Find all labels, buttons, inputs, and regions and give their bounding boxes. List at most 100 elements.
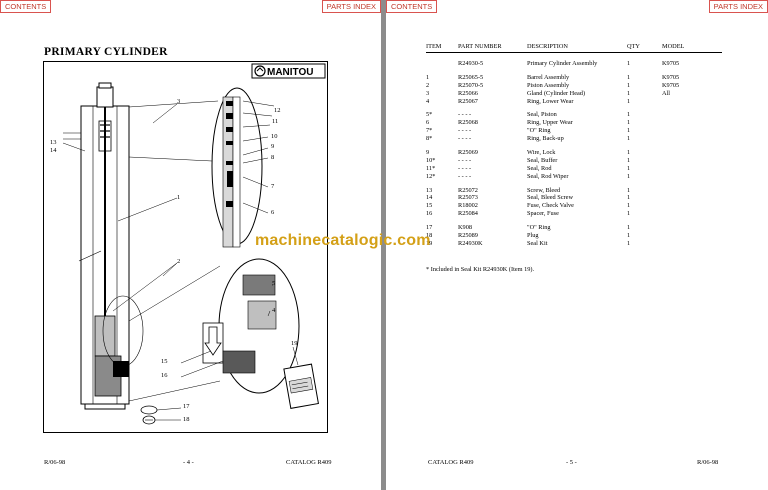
- item-cell: 3: [426, 89, 430, 97]
- qty-cell: 1: [627, 81, 631, 89]
- part-number-cell: R25065-5: [458, 73, 484, 81]
- description-cell: Ring, Upper Wear: [527, 119, 573, 127]
- callout-14: 14: [50, 147, 57, 154]
- qty-cell: 1: [627, 97, 631, 105]
- part-number-cell: R25072: [458, 186, 478, 194]
- callout-19: 19: [291, 340, 298, 347]
- seal-kit-footnote: * Included in Seal Kit R24930K (Item 19)…: [426, 266, 535, 273]
- footer-revision-left: R/06-98: [44, 459, 66, 466]
- header-item: ITEM: [426, 43, 442, 50]
- description-cell: Seal, Rod Wiper: [527, 172, 569, 180]
- right-page: CONTENTS PARTS INDEX: [386, 0, 768, 490]
- part-number-cell: R25067: [458, 97, 478, 105]
- qty-cell: 1: [627, 224, 631, 232]
- item-cell: 16: [426, 210, 433, 218]
- callout-17: 17: [183, 403, 190, 410]
- item-cell: 18: [426, 232, 433, 240]
- callout-13: 13: [50, 139, 57, 146]
- footer-revision-right: R/06-98: [697, 459, 719, 466]
- callout-5: 5: [272, 280, 276, 287]
- callout-4: 4: [272, 307, 276, 314]
- description-cell: Primary Cylinder Assembly: [527, 60, 598, 67]
- description-cell: Seal, Buffer: [527, 156, 558, 164]
- callout-2: 2: [177, 258, 181, 265]
- qty-cell: 1: [627, 239, 631, 247]
- part-number-cell: - - - -: [458, 111, 472, 119]
- description-cell: Seal, Rod: [527, 164, 552, 172]
- part-number-cell: R25066: [458, 89, 478, 97]
- callout-7: 7: [271, 183, 275, 190]
- qty-cell: 1: [627, 127, 631, 135]
- qty-cell: 1: [627, 135, 631, 143]
- description-cell: Seal Kit: [527, 239, 548, 247]
- item-cell: 19: [426, 239, 433, 247]
- item-cell: 9: [426, 149, 430, 157]
- part-number-cell: R25070-5: [458, 81, 484, 89]
- part-number-cell: - - - -: [458, 127, 472, 135]
- part-number-cell: R25073: [458, 194, 478, 202]
- part-number-cell: R25069: [458, 149, 478, 157]
- qty-cell: 1: [627, 60, 631, 67]
- item-cell: 5*: [426, 111, 433, 119]
- qty-cell: 1: [627, 164, 631, 172]
- callout-1: 1: [177, 194, 181, 201]
- model-cell: All: [662, 89, 671, 97]
- description-cell: Barrel Assembly: [527, 73, 570, 81]
- description-cell: Ring, Lower Wear: [527, 97, 574, 105]
- description-cell: Piston Assembly: [527, 81, 570, 89]
- parts-index-link-right[interactable]: PARTS INDEX: [708, 0, 768, 13]
- left-page: CONTENTS PARTS INDEX PRIMARY CYLINDER MA…: [0, 0, 381, 490]
- item-cell: 8*: [426, 135, 433, 143]
- svg-text:MANITOU: MANITOU: [267, 67, 313, 78]
- parts-index-link-left[interactable]: PARTS INDEX: [321, 0, 381, 13]
- part-number-cell: - - - -: [458, 172, 472, 180]
- header-part-number: PART NUMBER: [458, 43, 502, 50]
- primary-cylinder-drawing: MANITOU: [43, 61, 328, 433]
- qty-cell: 1: [627, 89, 631, 97]
- manitou-logo: MANITOU: [251, 63, 326, 79]
- footer-catalog-right: CATALOG R409: [428, 459, 474, 466]
- item-cell: 7*: [426, 127, 433, 135]
- page-title: PRIMARY CYLINDER: [44, 46, 168, 58]
- description-cell: Spacer, Fuse: [527, 210, 559, 218]
- part-number-cell: - - - -: [458, 164, 472, 172]
- callout-18: 18: [183, 416, 190, 423]
- item-cell: 11*: [426, 164, 436, 172]
- description-cell: Gland (Cylinder Head): [527, 89, 586, 97]
- part-number-cell: R25084: [458, 210, 478, 218]
- contents-link-right[interactable]: CONTENTS: [386, 0, 438, 13]
- callout-11: 11: [272, 118, 279, 125]
- part-number-cell: R25068: [458, 119, 478, 127]
- header-qty: QTY: [627, 43, 640, 50]
- callout-16: 16: [161, 372, 168, 379]
- table-row: 8* - - - - Ring, Back-up 1: [426, 135, 722, 143]
- description-cell: Seal, Bleed Screw: [527, 194, 573, 202]
- description-cell: Ring, Back-up: [527, 135, 564, 143]
- model-cell: K9705: [662, 73, 680, 81]
- description-cell: "O" Ring: [527, 224, 551, 232]
- qty-cell: 1: [627, 119, 631, 127]
- header-description: DESCRIPTION: [527, 43, 568, 50]
- item-cell: 14: [426, 194, 433, 202]
- parts-table-header: ITEM PART NUMBER DESCRIPTION QTY MODEL: [426, 43, 722, 53]
- callout-9: 9: [271, 143, 275, 150]
- footer-page-number-right: - 5 -: [566, 459, 577, 466]
- part-number-cell: - - - -: [458, 135, 472, 143]
- part-number-cell: K908: [458, 224, 472, 232]
- contents-link-left[interactable]: CONTENTS: [0, 0, 52, 13]
- description-cell: Screw, Bleed: [527, 186, 561, 194]
- part-number-cell: R18002: [458, 202, 478, 210]
- description-cell: Wire, Lock: [527, 149, 556, 157]
- callout-12: 12: [274, 107, 281, 114]
- item-cell: 15: [426, 202, 433, 210]
